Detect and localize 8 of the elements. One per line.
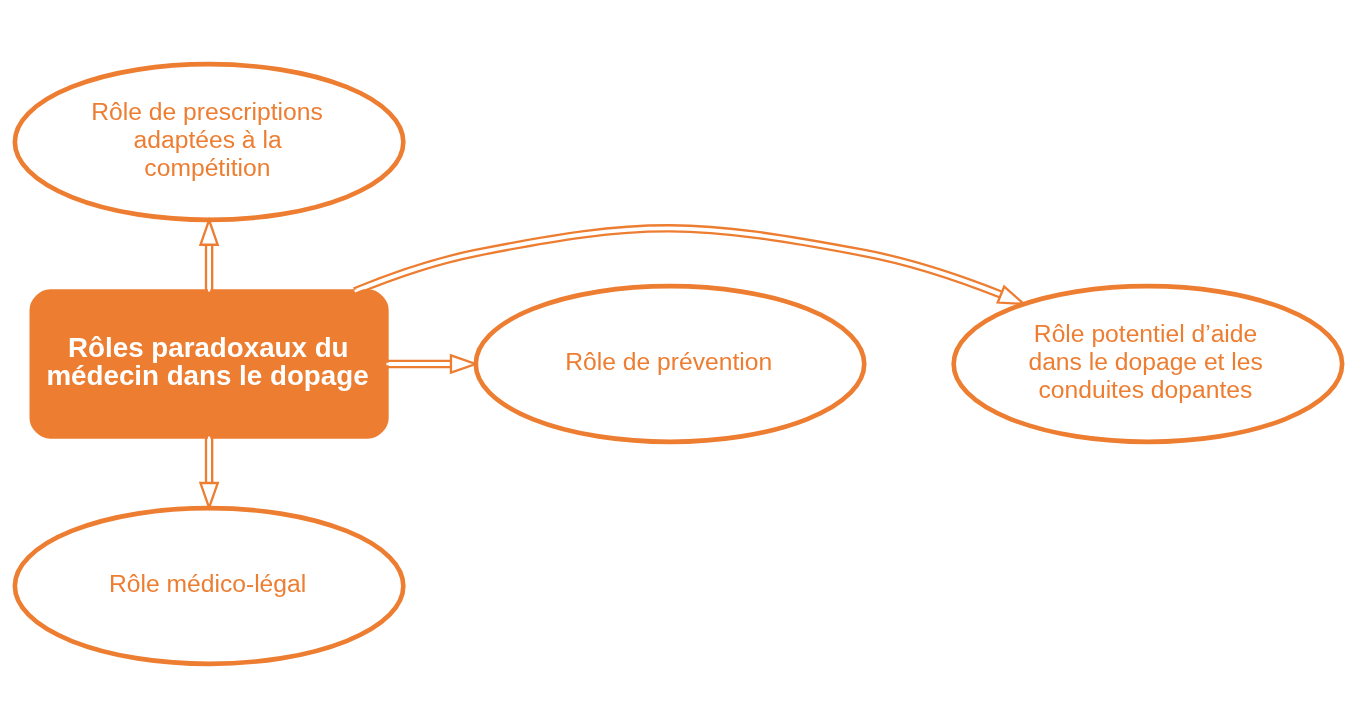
node-ellipse: Rôle médico-légal (12, 505, 406, 667)
node-ellipse: Rôle de prescriptions adaptées à la compétition (12, 61, 406, 223)
arrow (198, 216, 220, 292)
arrow (353, 224, 1028, 306)
arrow (198, 436, 220, 512)
arrow (386, 353, 480, 375)
node-ellipse: Rôle de prévention (473, 283, 867, 445)
node-box: Rôles paradoxaux du médecin dans le dopage (29, 289, 389, 439)
